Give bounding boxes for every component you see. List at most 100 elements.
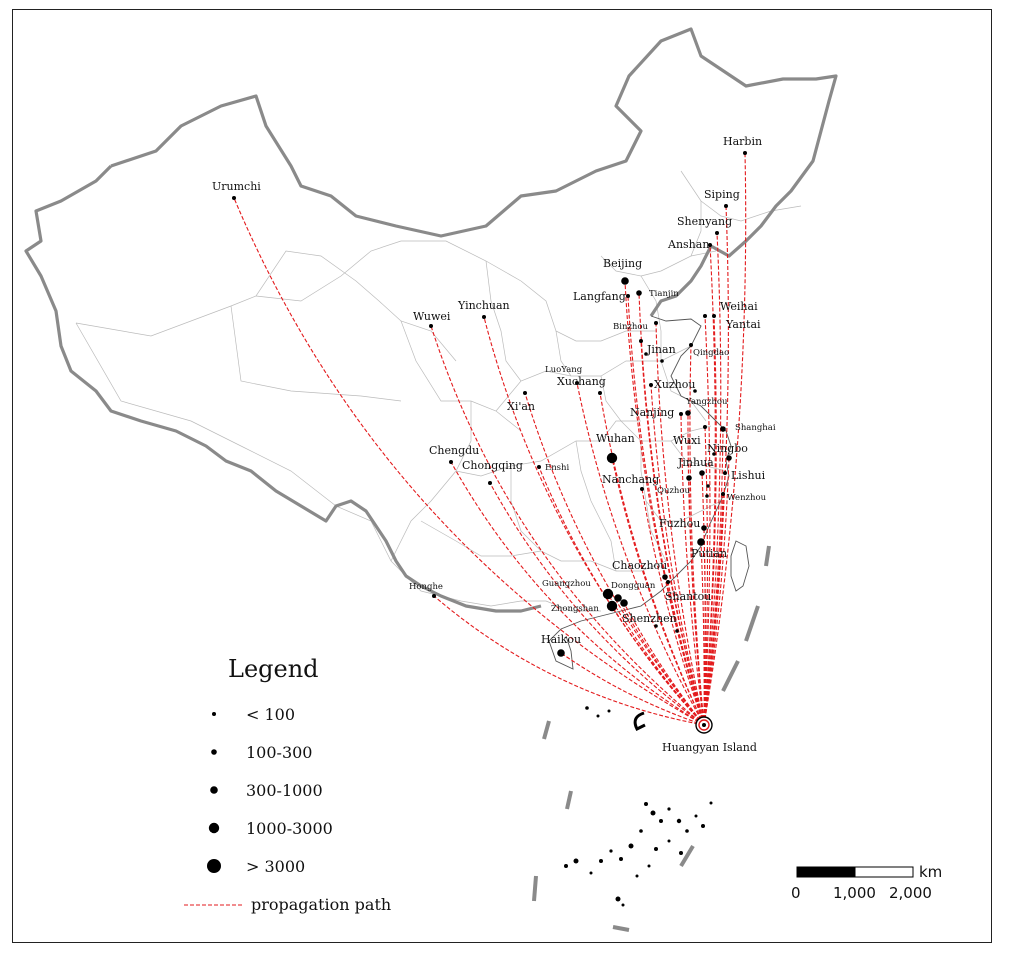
city-point[interactable] — [703, 425, 707, 429]
city-label: Yinchuan — [457, 299, 510, 312]
legend-symbol — [207, 859, 221, 873]
scale-tick-0: 0 — [791, 884, 801, 902]
city-label: Beijing — [603, 257, 642, 270]
propagation-path — [233, 197, 705, 726]
legend-path-label: propagation path — [251, 895, 391, 914]
propagation-path — [489, 482, 705, 726]
city-point[interactable] — [626, 294, 630, 298]
city-label: Xi'an — [507, 400, 535, 413]
city-point[interactable] — [606, 452, 618, 464]
propagation-path — [576, 382, 705, 726]
propagation-path — [703, 244, 716, 726]
city-label: Zhongshan — [551, 604, 599, 614]
city-label: Harbin — [723, 135, 762, 148]
scale-tick-1: 1,000 — [833, 884, 876, 902]
city-label: Langfang — [573, 290, 626, 303]
city-point[interactable] — [602, 588, 614, 600]
city-label: Binzhou — [613, 322, 649, 332]
city-point[interactable] — [557, 649, 565, 657]
city-point[interactable] — [723, 471, 727, 475]
legend-label: 100-300 — [246, 743, 312, 762]
city-point[interactable] — [726, 455, 732, 461]
city-label: Wuxi — [673, 434, 701, 447]
city-point[interactable] — [639, 339, 643, 343]
city-label: Yantai — [725, 318, 761, 331]
legend-title: Legend — [228, 655, 319, 683]
city-point[interactable] — [575, 381, 579, 385]
city-point[interactable] — [686, 475, 692, 481]
extra-points — [644, 352, 716, 633]
city-point[interactable] — [679, 412, 683, 416]
origin-marker[interactable] — [695, 716, 713, 734]
propagation-path — [640, 340, 705, 726]
city-label: Shenyang — [677, 215, 732, 228]
legend-symbol — [208, 822, 220, 834]
city-point[interactable] — [708, 243, 712, 247]
city-point[interactable] — [701, 525, 707, 531]
city-label: Wuwei — [413, 310, 451, 323]
legend-label: 1000-3000 — [246, 819, 333, 838]
city-point[interactable] — [720, 426, 726, 432]
city-label: Shanghai — [735, 423, 776, 433]
origin-label: Huangyan Island — [662, 741, 757, 754]
city-point[interactable] — [662, 574, 668, 580]
propagation-path — [433, 595, 705, 726]
propagation-paths — [233, 152, 747, 726]
city-point[interactable] — [724, 204, 728, 208]
province-boundaries — [75, 170, 802, 612]
city-point[interactable] — [697, 538, 705, 546]
city-point[interactable] — [649, 383, 653, 387]
city-point[interactable] — [429, 324, 433, 328]
city-point[interactable] — [432, 594, 436, 598]
coastline — [548, 315, 732, 670]
city-point[interactable] — [699, 470, 705, 476]
city-point[interactable] — [640, 487, 644, 491]
city-point[interactable] — [666, 580, 670, 584]
city-label: Guangzhou — [542, 579, 591, 589]
city-label: Anshan — [667, 238, 709, 251]
city-point[interactable] — [449, 460, 453, 464]
propagation-path — [627, 295, 705, 726]
city-point[interactable] — [689, 343, 693, 347]
propagation-path — [483, 316, 705, 726]
propagation-path — [623, 602, 705, 726]
city-point[interactable] — [715, 231, 719, 235]
propagation-path — [664, 576, 705, 726]
city-label: Yangzhou — [685, 397, 728, 407]
city-point[interactable] — [232, 196, 236, 200]
city-point[interactable] — [537, 465, 541, 469]
city-label: Wenzhou — [727, 493, 767, 503]
city-point[interactable] — [721, 492, 725, 496]
city-point[interactable] — [482, 315, 486, 319]
city-point[interactable] — [606, 600, 618, 612]
city-point[interactable] — [712, 314, 716, 318]
city-point[interactable] — [488, 481, 492, 485]
nine-dash-line — [532, 545, 771, 932]
city-point[interactable] — [620, 599, 628, 607]
propagation-path — [703, 457, 730, 726]
city-label: LuoYang — [545, 365, 583, 375]
city-point[interactable] — [743, 151, 747, 155]
city-label: Wuhan — [596, 432, 635, 445]
city-point[interactable] — [523, 391, 527, 395]
map-canvas: UrumchiHarbinSipingShenyangAnshanBeijing… — [24, 27, 942, 932]
city-label: Fuzhou — [659, 517, 700, 530]
city-point[interactable] — [685, 410, 691, 416]
national-border — [110, 27, 838, 317]
city-label: Ningbo — [707, 442, 748, 455]
city-label: Chengdu — [429, 444, 479, 457]
city-point[interactable] — [614, 594, 622, 602]
city-label: Weihai — [720, 300, 758, 313]
minor-city-point — [644, 352, 648, 356]
city-label: Honghe — [409, 582, 443, 592]
scale-bar: km 0 1,000 2,000 — [791, 863, 942, 902]
city-point[interactable] — [654, 321, 658, 325]
city-point[interactable] — [598, 391, 602, 395]
city-point[interactable] — [636, 290, 642, 296]
propagation-path — [617, 597, 705, 726]
minor-city-point — [693, 389, 697, 393]
city-point[interactable] — [621, 277, 629, 285]
scale-tick-2: 2,000 — [889, 884, 932, 902]
city-point[interactable] — [703, 314, 707, 318]
